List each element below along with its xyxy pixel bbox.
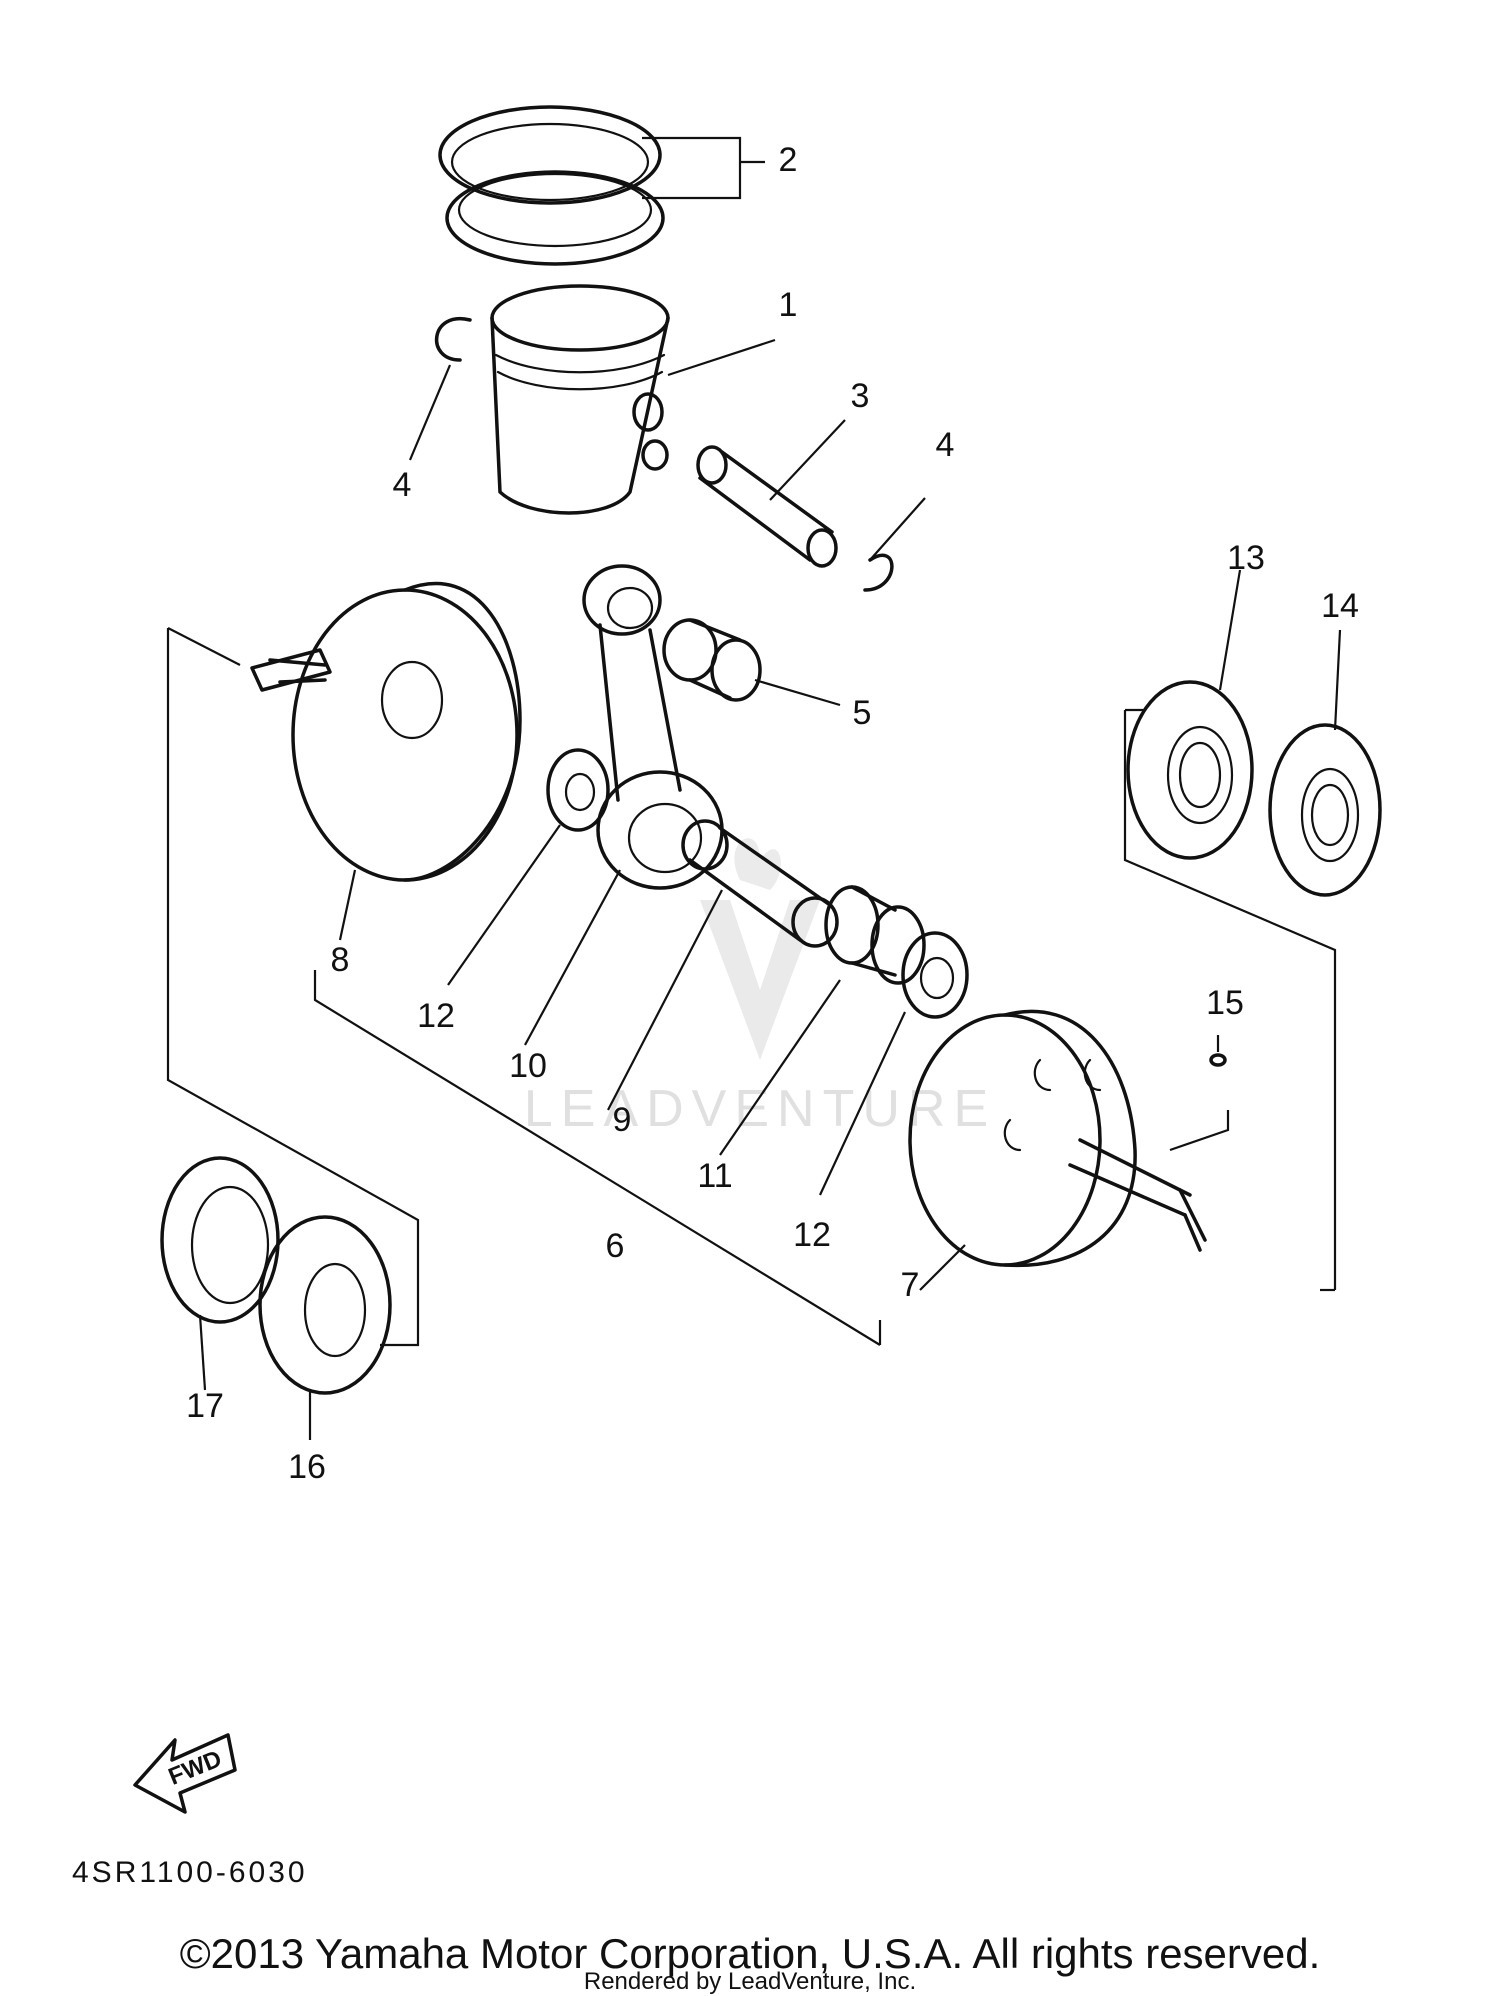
callout-labels: 2 1 3 4 4 13 14 5 8 12 10 15 9 11 6 12 7…: [186, 141, 1359, 1486]
crank-half-right: [908, 1009, 1207, 1268]
copyright-notice: ©2013 Yamaha Motor Corporation, U.S.A. A…: [179, 1930, 1321, 1977]
piston-pin-clip-right: [863, 553, 894, 592]
callout-9: 9: [613, 1101, 632, 1139]
thrust-washer-left: [546, 748, 610, 832]
callout-10: 10: [509, 1047, 547, 1085]
callout-1: 1: [779, 286, 798, 324]
callout-11: 11: [697, 1157, 732, 1195]
crank-pin: [681, 819, 839, 948]
callout-16: 16: [288, 1448, 326, 1486]
piston-rings: [438, 105, 665, 266]
piston: [490, 284, 670, 515]
leader-1: [667, 338, 776, 377]
crank-bearing-16: [258, 1215, 392, 1395]
leadventure-watermark: LEADVENTURE: [524, 838, 996, 1138]
assembly-brackets: [166, 627, 1337, 1347]
rendered-by-notice: Rendered by LeadVenture, Inc.: [583, 1968, 917, 1995]
callout-7: 7: [901, 1266, 920, 1304]
callout-4-right: 4: [936, 426, 955, 464]
piston-pin-clip-left: [434, 316, 472, 362]
callout-3: 3: [851, 377, 870, 415]
piston-pin: [696, 445, 838, 568]
thrust-washer-right: [901, 931, 969, 1019]
connecting-rod: [582, 564, 724, 890]
woodruff-key: [1209, 1053, 1227, 1067]
callout-6: 6: [606, 1227, 625, 1265]
diagram-code: 4SR1100-6030: [72, 1856, 308, 1889]
big-end-bearing: [824, 885, 926, 985]
callout-5: 5: [853, 694, 872, 732]
callout-14: 14: [1321, 587, 1359, 625]
callout-12-left: 12: [417, 997, 455, 1035]
leader-2: [642, 136, 742, 200]
oil-seal: [160, 1156, 280, 1324]
bearing-14: [1268, 723, 1382, 897]
watermark-text: LEADVENTURE: [524, 1080, 996, 1138]
callout-17: 17: [186, 1387, 224, 1425]
crank-half-left: [250, 581, 522, 882]
callout-2: 2: [779, 141, 798, 179]
callout-4-left: 4: [393, 466, 412, 504]
small-end-bearing: [662, 618, 762, 702]
bearing-13: [1126, 680, 1254, 860]
callout-13: 13: [1227, 539, 1265, 577]
callout-12-right: 12: [793, 1216, 831, 1254]
fwd-arrow-icon: FWD: [133, 1733, 237, 1814]
callout-15: 15: [1206, 984, 1244, 1022]
callout-8: 8: [331, 941, 350, 979]
